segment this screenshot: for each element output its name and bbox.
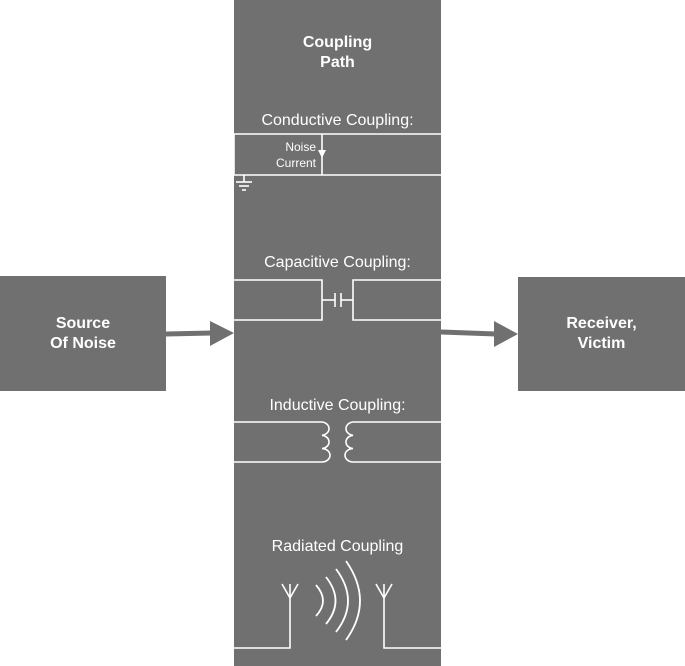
radiated-coupling-label: Radiated Coupling: [271, 538, 404, 555]
coupling-path-title-line2: Path: [320, 54, 355, 71]
victim-label-line2: Victim: [577, 335, 626, 352]
capacitive-coupling-circuit: [234, 279, 441, 321]
source-label-line1: Source: [55, 314, 111, 332]
conductive-coupling-circuit: [233, 133, 441, 176]
radiated-coupling-circuit: [234, 598, 441, 649]
victim-label-line1: Receiver,: [566, 315, 637, 332]
ground-icon: [236, 175, 252, 191]
coupling-path-title-line1: Coupling: [302, 34, 373, 51]
source-to-path-arrow: [165, 321, 234, 346]
source-of-noise-box: Source Of Noise: [0, 276, 166, 391]
inductive-coupling-circuit: [234, 421, 441, 463]
inductive-coupling-label: Inductive Coupling:: [269, 397, 406, 414]
noise-current-label-line2: Current: [275, 156, 316, 170]
inductor-coil-left: [321, 421, 331, 463]
noise-current-arrow: [318, 150, 326, 158]
antenna-left-icon: [281, 583, 299, 599]
inductor-coil-right: [344, 421, 354, 463]
capacitive-coupling-label: Capacitive Coupling:: [264, 254, 411, 271]
source-label-line2: Of Noise: [50, 334, 116, 352]
receiver-victim-box: Receiver, Victim: [518, 277, 685, 391]
path-to-victim-arrow: [440, 321, 518, 347]
conductive-coupling-label: Conductive Coupling:: [261, 112, 414, 129]
coupling-path-column: [234, 0, 441, 666]
noise-current-label-line1: Noise: [285, 140, 316, 154]
antenna-right-icon: [375, 583, 393, 599]
radio-wave-icon: [315, 560, 361, 641]
